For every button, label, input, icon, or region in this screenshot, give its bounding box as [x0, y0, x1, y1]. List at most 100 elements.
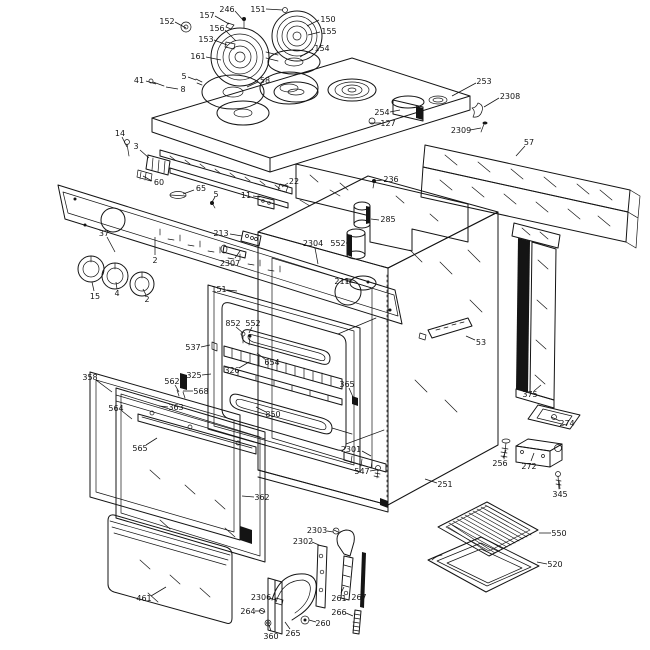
leader-line-2308	[483, 97, 500, 108]
leader-line-520	[536, 561, 548, 565]
leader-line-53	[465, 335, 476, 341]
front-trim-rails	[124, 139, 293, 210]
oven-liner	[207, 284, 385, 473]
part-label-22: 22	[289, 177, 299, 186]
leader-line-365	[348, 387, 354, 398]
part-label-152: 152	[159, 17, 174, 26]
part-label-151: 151	[250, 5, 265, 14]
body-small-parts	[345, 201, 377, 406]
part-label-2307: 2307	[220, 259, 240, 268]
part-label-564: 564	[108, 404, 123, 413]
leader-line-151	[226, 289, 238, 292]
leader-line-562	[174, 384, 180, 393]
leader-line-256	[502, 449, 507, 459]
part-label-2301: 2301	[341, 445, 361, 454]
part-label-161: 161	[190, 52, 205, 61]
part-label-285: 285	[380, 215, 395, 224]
part-label-260: 260	[315, 619, 330, 628]
part-label-274: 274	[559, 419, 574, 428]
part-label-58: 58	[260, 76, 270, 85]
leader-line-265	[284, 621, 291, 630]
leader-line-2302	[311, 541, 320, 546]
leader-line-41	[145, 80, 157, 85]
leader-line-11	[252, 195, 261, 198]
leader-line-461	[150, 586, 167, 597]
part-label-264: 264	[240, 607, 255, 616]
side-trim-375	[511, 222, 561, 409]
part-label-41: 41	[134, 76, 144, 85]
part-label-326: 326	[224, 366, 239, 375]
leader-line-22	[281, 182, 289, 188]
part-label-363: 363	[168, 403, 183, 412]
oven-body	[257, 163, 499, 513]
leader-line-260	[308, 619, 317, 623]
part-label-375: 375	[522, 390, 537, 399]
part-label-520: 520	[547, 560, 562, 569]
part-label-5: 5	[181, 72, 186, 81]
control-panel	[57, 184, 403, 325]
leader-line-153	[213, 39, 228, 46]
leader-line-14	[121, 136, 128, 148]
leader-line-150	[306, 19, 320, 27]
leader-line-363	[158, 405, 169, 408]
leader-line-852	[235, 326, 244, 334]
part-label-3: 3	[133, 142, 138, 151]
leader-line-246	[234, 10, 244, 21]
leader-line-211	[348, 281, 357, 284]
part-label-272: 272	[521, 462, 536, 471]
part-label-568: 568	[193, 387, 208, 396]
part-label-358: 358	[82, 373, 97, 382]
surface-burner-left	[201, 27, 279, 110]
control-knobs	[77, 255, 155, 297]
leader-line-358	[95, 379, 113, 393]
part-label-850: 850	[265, 410, 280, 419]
part-label-254: 254	[374, 108, 389, 117]
leader-line-213	[229, 233, 243, 237]
thermostat-272	[515, 438, 563, 468]
screw-256	[500, 438, 511, 460]
part-label-156: 156	[209, 24, 224, 33]
clipped-header-text: · ·‐ ‐‐ ‐‐ ‐ ‐ ‐ ‐ ‐ ‐	[276, 0, 461, 4]
part-label-2: 2	[152, 256, 157, 265]
part-label-562: 562	[164, 377, 179, 386]
leader-line-2307	[234, 250, 241, 259]
leader-line-37	[106, 236, 116, 253]
leader-line-2306	[268, 597, 277, 601]
oven-door	[89, 371, 266, 563]
leader-line-4	[115, 281, 118, 290]
part-label-246: 246	[219, 5, 234, 14]
part-label-4: 4	[114, 289, 119, 298]
leader-line-375	[533, 384, 542, 392]
leader-line-266	[345, 612, 354, 617]
leader-line-65	[182, 189, 195, 195]
screw-345	[555, 471, 562, 490]
part-label-565: 565	[132, 444, 147, 453]
part-label-155: 155	[321, 27, 336, 36]
part-label-362: 362	[254, 493, 269, 502]
leader-line-285	[370, 218, 380, 221]
part-label-251: 251	[437, 480, 452, 489]
leader-line-8	[165, 86, 179, 90]
leader-line-236	[373, 179, 384, 182]
part-label-266: 266	[331, 608, 346, 617]
part-label-65: 65	[196, 184, 206, 193]
part-label-2306: 2306	[251, 593, 271, 602]
broiler-pan-520	[427, 536, 540, 593]
part-label-2309: 2309	[451, 126, 471, 135]
hinge-hardware	[259, 527, 366, 635]
part-label-11: 11	[241, 191, 251, 200]
part-label-267: 267	[351, 593, 366, 602]
leader-line-156	[224, 29, 237, 42]
leader-line-60	[142, 175, 153, 182]
part-label-154: 154	[314, 44, 329, 53]
part-label-265: 265	[285, 629, 300, 638]
leader-line-155	[307, 31, 321, 36]
leader-line-345	[558, 480, 561, 490]
cooktop	[151, 57, 488, 189]
leader-line-850	[255, 406, 267, 413]
part-label-547: 547	[354, 467, 369, 476]
leader-line-552	[248, 326, 253, 334]
